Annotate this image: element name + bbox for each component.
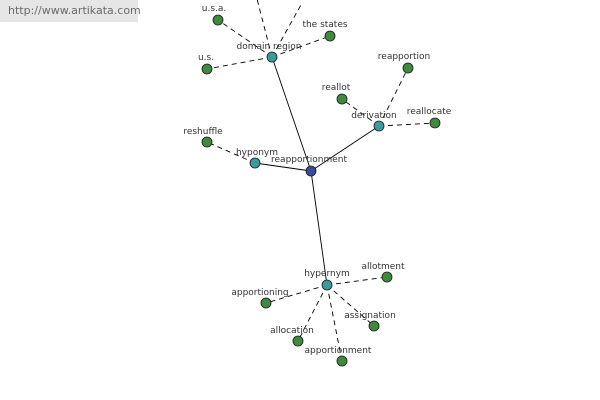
leaf-label-reapportion[interactable]: reapportion [378,52,430,62]
relation-label-hypernym[interactable]: hypernym [304,269,350,279]
edge-derivation-reapportion [378,67,409,127]
relation-label-derivation[interactable]: derivation [351,111,397,121]
leaf-node-u-s-a[interactable] [212,14,224,26]
relation-node-derivation[interactable] [373,120,385,132]
edge-hypernym-allocation [297,284,328,342]
leaf-node-the-states[interactable] [324,30,336,42]
root-node-reapportionment[interactable] [305,165,317,177]
leaf-node-allotment[interactable] [381,271,393,283]
edge-reapportionment-domain-region [271,56,312,172]
leaf-node-apportioning[interactable] [260,297,272,309]
leaf-label-the-states[interactable]: the states [302,20,347,30]
leaf-label-reshuffle[interactable]: reshuffle [183,127,223,137]
relation-label-domain-region[interactable]: domain region [236,42,301,52]
leaf-node-reallot[interactable] [336,93,348,105]
edge-derivation-reallot [341,98,380,127]
leaf-label-apportioning[interactable]: apportioning [231,288,288,298]
relation-node-hypernym[interactable] [321,279,333,291]
leaf-node-apportionment[interactable] [336,355,348,367]
leaf-node-reallocate[interactable] [429,117,441,129]
leaf-label-allocation[interactable]: allocation [270,326,314,336]
leaf-label-reallot[interactable]: reallot [322,83,351,93]
edge-derivation-reallocate [378,122,436,127]
leaf-node-reshuffle[interactable] [201,136,213,148]
edge-offscreen-0 [256,0,273,58]
leaf-label-apportionment[interactable]: apportionment [305,346,372,356]
leaf-label-assignation[interactable]: assignation [344,311,396,321]
leaf-node-assignation[interactable] [368,320,380,332]
edge-domain-region-u-s [206,56,273,70]
relation-node-hyponym[interactable] [249,157,261,169]
edge-offscreen-1 [271,2,303,58]
edge-hypernym-allotment [326,276,388,286]
edge-hypernym-apportionment [326,284,343,362]
edge-reapportionment-hyponym [254,162,312,172]
edge-domain-region-u-s-a [217,19,273,58]
edge-hypernym-assignation [326,284,375,327]
edge-reapportionment-hypernym [310,170,328,286]
leaf-label-allotment[interactable]: allotment [361,262,405,272]
leaf-node-reapportion[interactable] [402,62,414,74]
relation-label-hyponym[interactable]: hyponym [236,148,278,158]
edge-reapportionment-derivation [310,125,380,172]
leaf-label-u-s-a[interactable]: u.s.a. [202,4,227,14]
leaf-label-u-s[interactable]: u.s. [198,53,214,63]
edge-domain-region-the-states [271,35,331,58]
leaf-label-reallocate[interactable]: reallocate [407,107,452,117]
relation-node-domain-region[interactable] [266,51,278,63]
leaf-node-u-s[interactable] [201,63,213,75]
edge-hypernym-apportioning [265,284,328,304]
watermark-url[interactable]: http://www.artikata.com [0,0,141,22]
root-label-reapportionment[interactable]: reapportionment [271,155,347,165]
leaf-node-allocation[interactable] [292,335,304,347]
